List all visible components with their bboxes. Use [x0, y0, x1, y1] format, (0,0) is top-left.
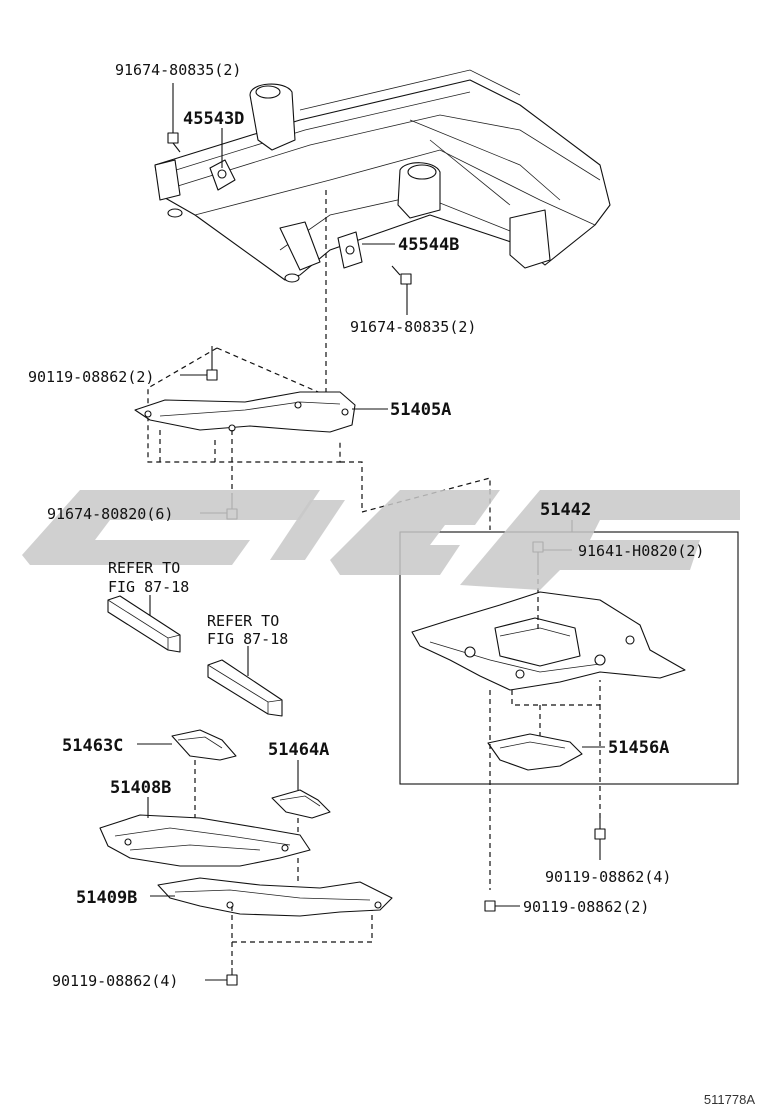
- callout-bolt-top-right: 91674-80835(2): [350, 318, 476, 336]
- access-cover-51456a-drawing: [487, 733, 583, 771]
- callout-bolt-51442: 91641-H0820(2): [578, 542, 704, 560]
- callout-bolt-51409b: 90119-08862(4): [52, 972, 178, 990]
- bolt-icon: [594, 818, 606, 860]
- callout-45543d: 45543D: [183, 109, 244, 129]
- callout-45544b: 45544B: [398, 235, 459, 255]
- refer-note-1-line2: FIG 87-18: [108, 578, 189, 596]
- callout-51405a: 51405A: [390, 400, 451, 420]
- cover-51408b-drawing: [99, 814, 311, 867]
- bolt-icon: [391, 265, 412, 285]
- skid-plate-51405a-drawing: [134, 347, 356, 463]
- under-cover-51442-drawing: [411, 591, 686, 691]
- callout-51408b: 51408B: [110, 778, 171, 798]
- callout-bolt-51456a: 90119-08862(4): [545, 868, 671, 886]
- watermark-logo: [22, 490, 740, 590]
- callout-51463c: 51463C: [62, 736, 123, 756]
- callout-51464a: 51464A: [268, 740, 329, 760]
- cover-51409b-drawing: [157, 877, 393, 917]
- diagram-id: 511778A: [704, 1092, 755, 1107]
- refer-note-2-line1: REFER TO: [207, 612, 279, 630]
- callout-51409b: 51409B: [76, 888, 137, 908]
- refer-note-2-line2: FIG 87-18: [207, 630, 288, 648]
- callout-51442: 51442: [540, 500, 591, 520]
- bolt-icon: [484, 900, 520, 912]
- bolt-icon: [226, 968, 238, 986]
- refer-block-1-drawing: [107, 595, 181, 653]
- refer-block-2-drawing: [207, 659, 283, 717]
- pad-51463c-drawing: [171, 729, 237, 761]
- refer-note-1-line1: REFER TO: [108, 559, 180, 577]
- callout-bolt-51442-bottom: 90119-08862(2): [523, 898, 649, 916]
- callout-bolt-51405a-bottom: 91674-80820(6): [47, 505, 173, 523]
- vehicle-frame-drawing: [154, 69, 611, 283]
- callout-bolt-top-left: 91674-80835(2): [115, 61, 241, 79]
- bolt-icon: [206, 346, 218, 381]
- pad-51464a-drawing: [271, 789, 331, 819]
- callout-bolt-51405a-top: 90119-08862(2): [28, 368, 154, 386]
- callout-51456a: 51456A: [608, 738, 669, 758]
- bolt-icon: [167, 132, 181, 153]
